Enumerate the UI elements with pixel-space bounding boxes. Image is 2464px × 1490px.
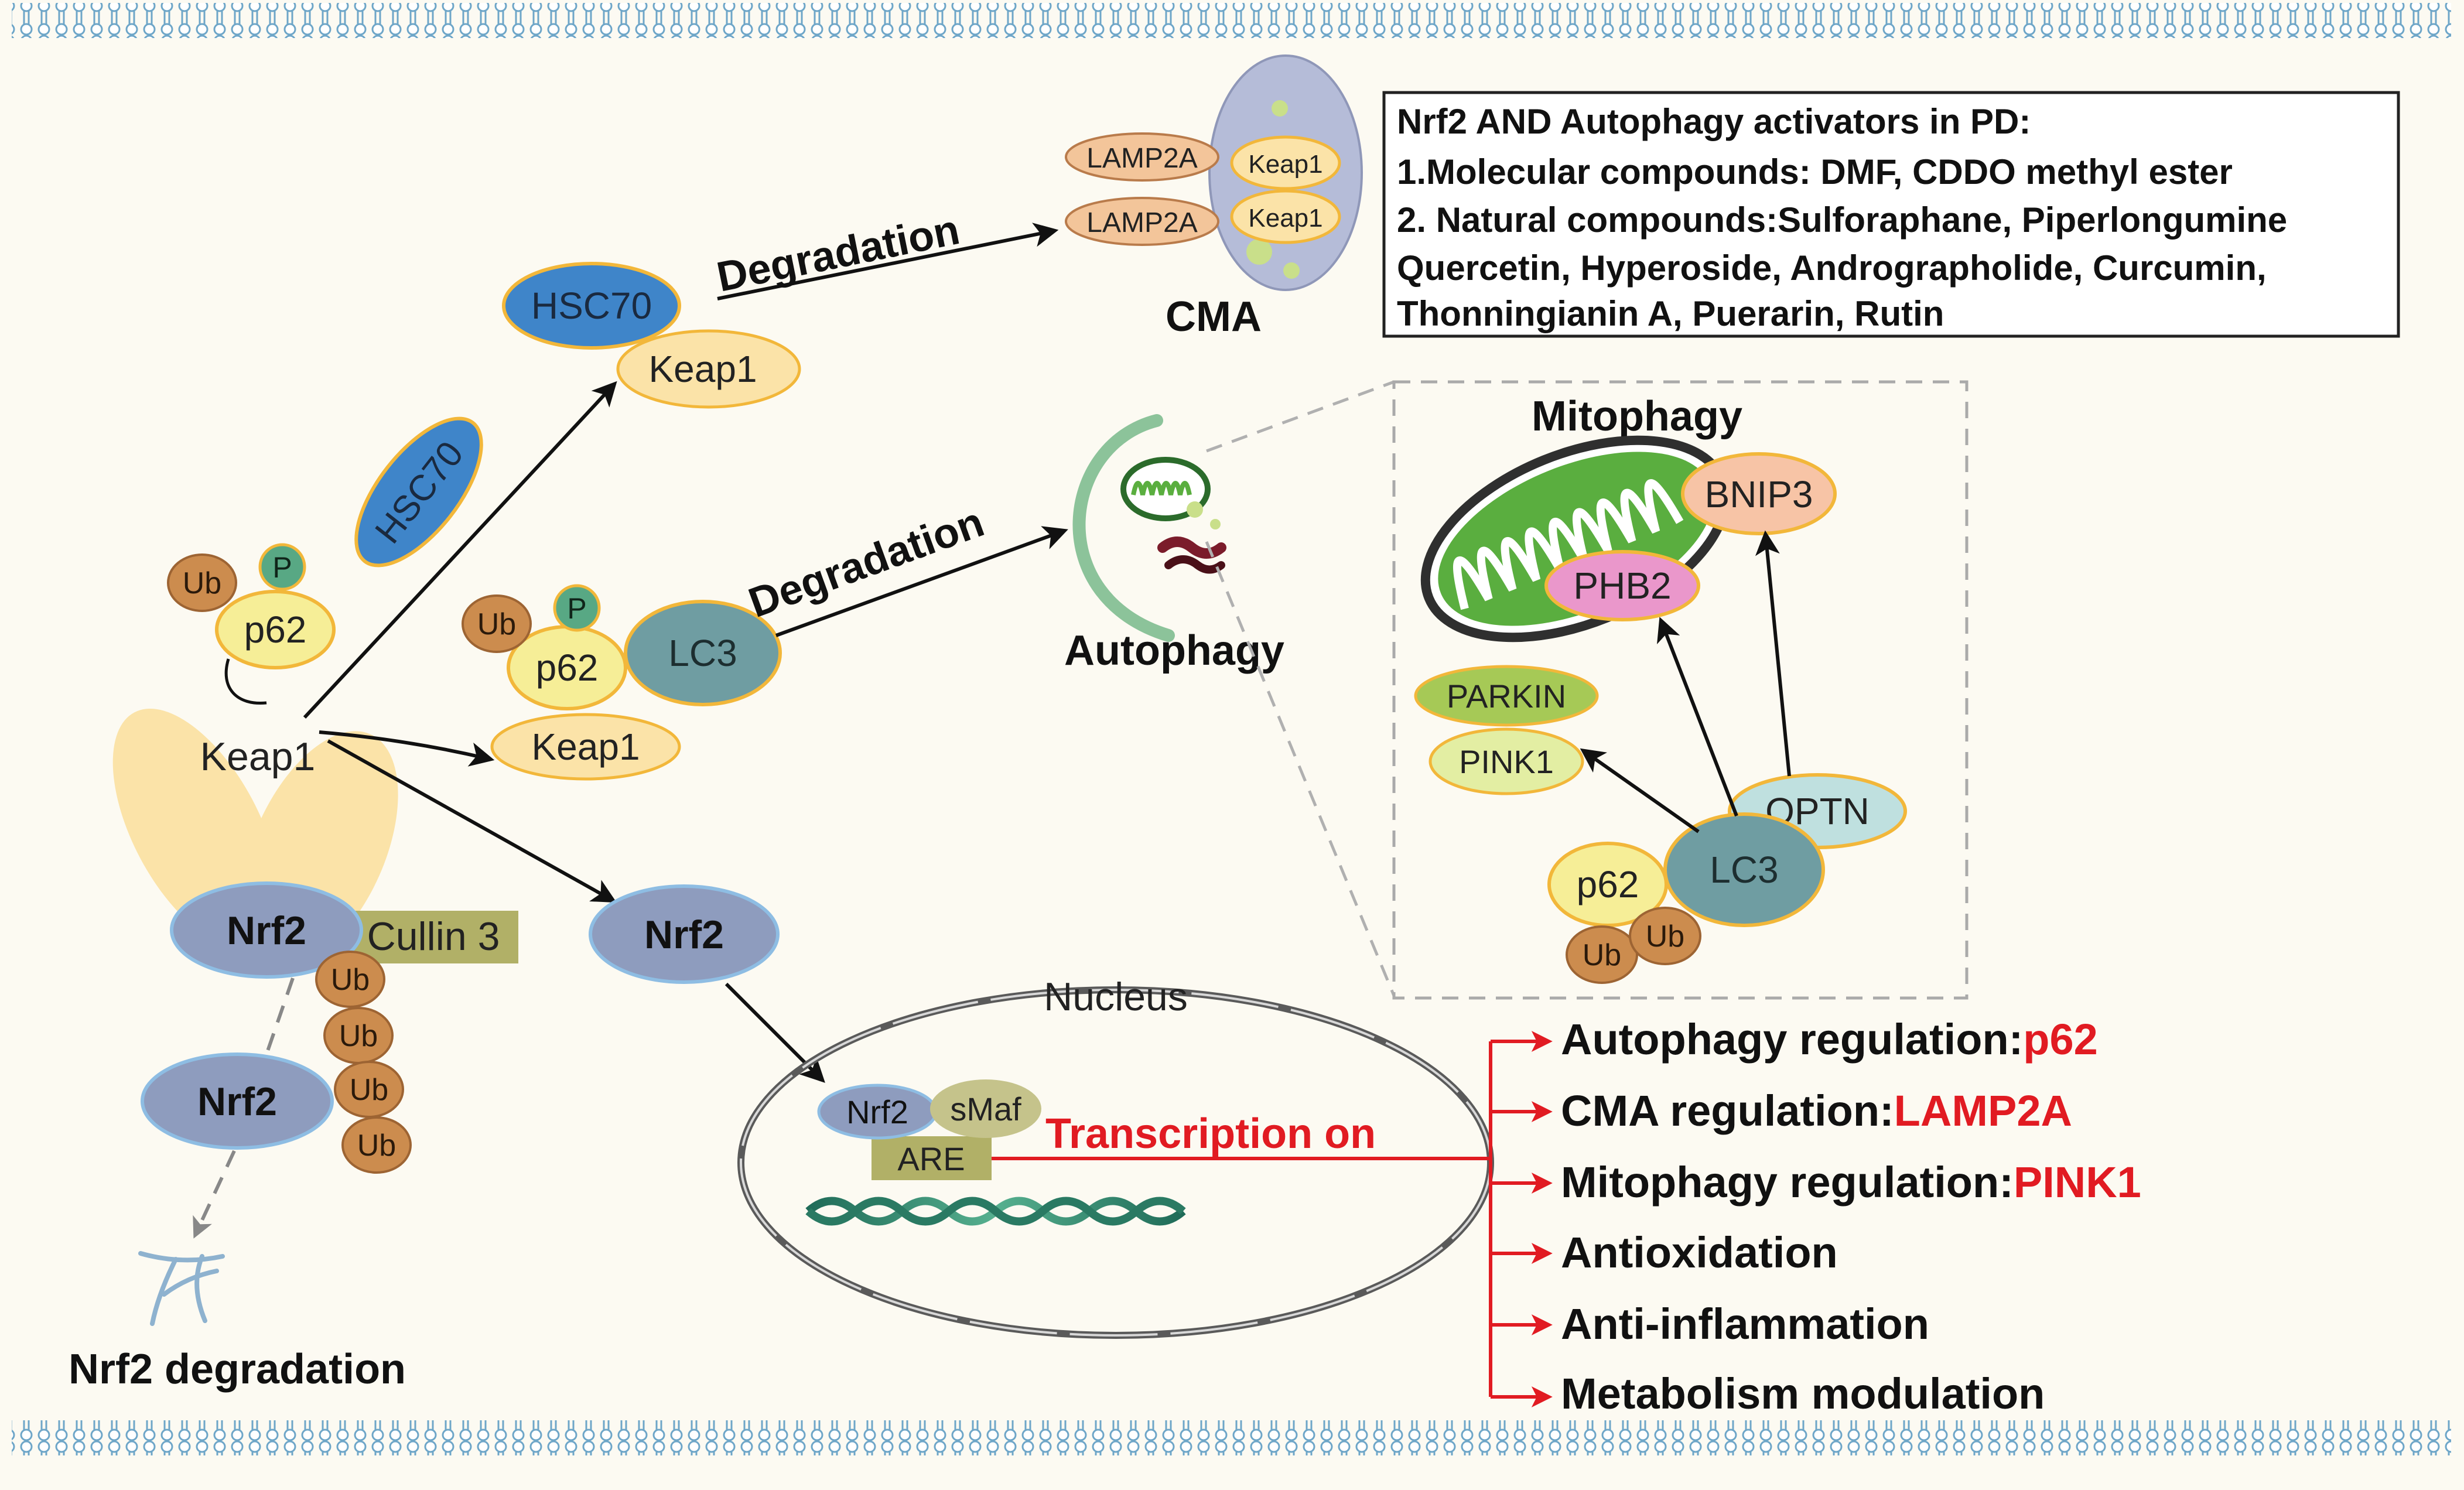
free-nrf2 [589, 884, 780, 984]
outcome-arrows [1491, 1031, 1553, 1407]
outcome-metabolism: Metabolism modulation [1561, 1369, 2045, 1418]
activators-line-4: Thonningianin A, Puerarin, Rutin [1397, 294, 1944, 333]
ub-mitophagy-1: Ub [1583, 938, 1621, 972]
nrf2-to-nucleus-arrow [724, 982, 825, 1083]
cma-label: CMA [1166, 293, 1262, 340]
ub-mitophagy-2: Ub [1646, 920, 1684, 954]
nucleus: Nucleus ARE Nrf2 sMaf [737, 975, 1494, 1339]
phb2: PHB2 [1573, 565, 1671, 607]
keap1-left: Keap1 [200, 734, 316, 779]
mitochondrion [1420, 435, 1731, 643]
keap1-to-free-nrf2-arrow [327, 739, 617, 903]
outcome-mitophagy: Mitophagy regulation:PINK1 [1561, 1158, 2141, 1207]
cullin3: Cullin 3 [367, 914, 500, 959]
p62-mitophagy: p62 [1577, 863, 1639, 905]
hsc70-free: HSC70 [354, 416, 483, 568]
activators-line-3: Quercetin, Hyperoside, Andrographolide, … [1397, 248, 2267, 288]
activators-box: Nrf2 AND Autophagy activators in PD: 1.M… [1382, 91, 2400, 338]
nrf2-degradation-label: Nrf2 degradation [69, 1346, 406, 1393]
parkin: PARKIN [1447, 678, 1566, 715]
outcome-anti-inflammation: Anti-inflammation [1561, 1300, 1929, 1348]
smaf: sMaf [950, 1091, 1021, 1127]
zoom-line-bottom [1205, 541, 1396, 996]
lamp2a-bottom: LAMP2A [1086, 207, 1197, 238]
svg-text:Ub: Ub [339, 1019, 378, 1053]
lc3-autophagy: LC3 [668, 632, 737, 674]
cma-degradation-arrow [717, 223, 1059, 300]
activators-title: Nrf2 AND Autophagy activators in PD: [1397, 102, 2031, 141]
ub-chain: Ub Ub Ub Ub [315, 951, 412, 1174]
svg-text:Ub: Ub [357, 1129, 396, 1163]
p62-lc3-keap1-complex: Keap1 LC3 p62 Ub P [462, 584, 782, 781]
top-membrane [12, 3, 2451, 38]
hsc70-keap1-complex: Keap1 HSC70 [502, 262, 801, 409]
cma-lysosome: LAMP2A LAMP2A Keap1 Keap1 CMA [1065, 54, 1363, 340]
nrf2-nucleus: Nrf2 [846, 1093, 908, 1130]
outcome-cma: CMA regulation:LAMP2A [1561, 1086, 2072, 1135]
outcomes: Autophagy regulation:p62 CMA regulation:… [1561, 1015, 2141, 1418]
bnip3: BNIP3 [1705, 473, 1813, 515]
autophagy-degradation-label: Degradation [743, 498, 990, 627]
zoom-line-top [1206, 380, 1395, 453]
nucleus-label: Nucleus [1044, 975, 1188, 1019]
svg-text:Ub: Ub [350, 1073, 388, 1107]
nrf2-degradation-path-top [265, 978, 295, 1055]
optn-to-bnip3-arrow [1755, 530, 1791, 777]
lamp2a-top: LAMP2A [1086, 143, 1197, 174]
lc3-to-pink1-arrow [1580, 748, 1700, 833]
ub-autophagy: Ub [477, 607, 516, 641]
cma-degradation-label: Degradation [713, 206, 963, 300]
pink1: PINK1 [1459, 743, 1554, 780]
nrf2-bound: Nrf2 [227, 908, 306, 953]
keap1-to-autophagy-arrow [319, 730, 495, 767]
outcome-antioxidation: Antioxidation [1561, 1228, 1838, 1277]
dna-helix [805, 1197, 1186, 1226]
p-autophagy: P [567, 592, 586, 625]
transcription-label: Transcription on [1045, 1110, 1376, 1157]
free-nrf2-label: Nrf2 [644, 913, 724, 957]
ub-left: Ub [183, 566, 221, 600]
keap1-autophagy: Keap1 [531, 726, 640, 768]
nrf2-degradation-path [193, 1150, 236, 1239]
keap1-cma-bottom: Keap1 [1248, 204, 1322, 233]
svg-text:Ub: Ub [331, 963, 370, 997]
keap1-hsc70-bound: Keap1 [648, 348, 757, 390]
autophagy-label: Autophagy [1064, 627, 1284, 674]
p-left: P [272, 551, 292, 584]
autophagy-degradation-arrow [775, 526, 1068, 637]
outcome-autophagy: Autophagy regulation:p62 [1561, 1015, 2098, 1064]
autophagosome: Autophagy [1064, 414, 1284, 674]
keap1-to-hsc70-arrow [303, 381, 617, 719]
lc3-to-phb2-arrow [1657, 617, 1738, 817]
mitophagy-title: Mitophagy [1532, 393, 1742, 440]
nrf2-released: Nrf2 [197, 1079, 277, 1124]
keap1-cma-top: Keap1 [1248, 150, 1322, 179]
degraded-fragments [138, 1251, 225, 1326]
activators-line-1: 1.Molecular compounds: DMF, CDDO methyl … [1397, 152, 2233, 192]
hsc70-bound: HSC70 [531, 285, 652, 327]
mitophagy-panel: Mitophagy BNIP3 PHB2 PARKIN PINK1 OPTN L… [1414, 393, 1907, 984]
bottom-membrane [12, 1420, 2451, 1455]
lc3-mitophagy: LC3 [1710, 849, 1778, 891]
activators-line-2: 2. Natural compounds:Sulforaphane, Piper… [1397, 200, 2287, 240]
p62-autophagy: p62 [536, 647, 599, 689]
keap1-nrf2-complex: Keap1 p62 Ub P Cullin 3 Nrf2 Ub Ub Ub Ub… [112, 543, 518, 1174]
are: ARE [897, 1140, 965, 1177]
p62-left: p62 [244, 609, 307, 651]
